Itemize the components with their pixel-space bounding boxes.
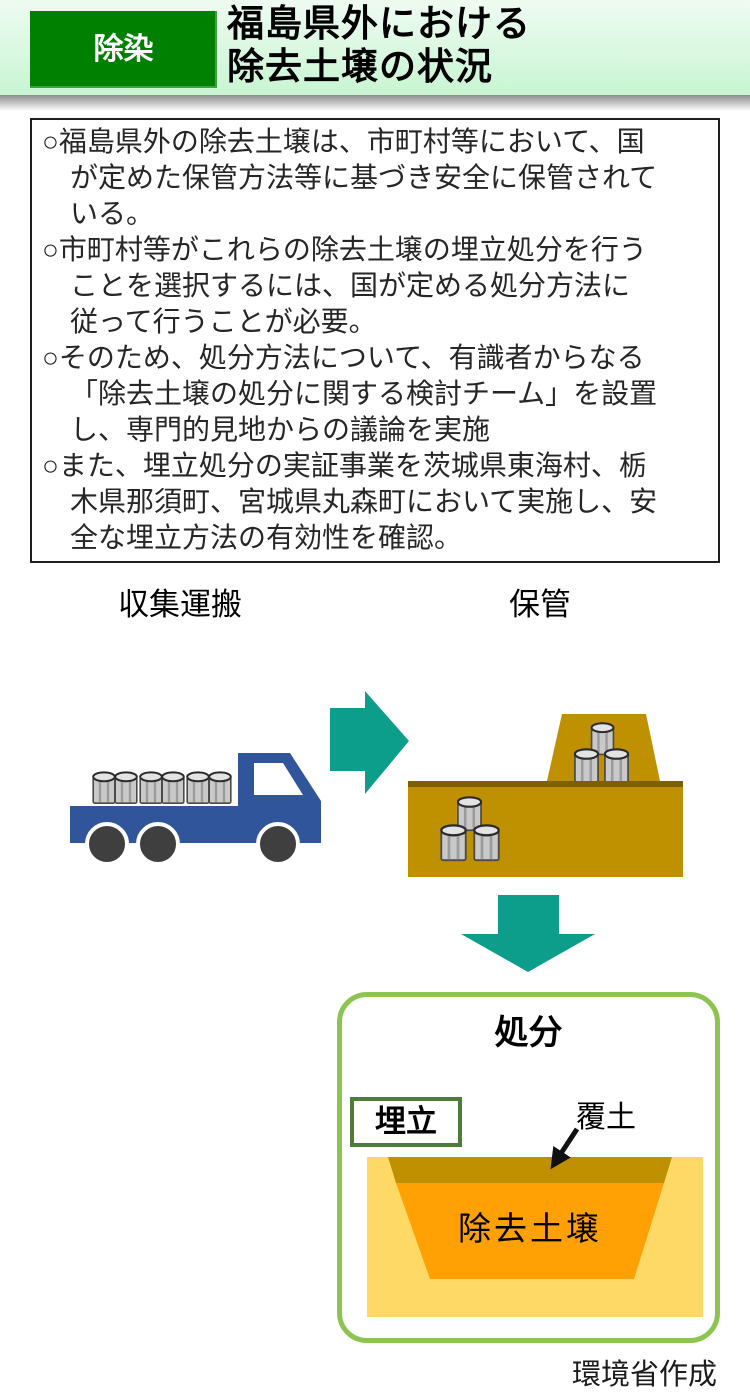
removed-soil-label: 除去土壌	[458, 1210, 602, 1247]
truck-wheel	[256, 822, 300, 866]
storage-platform	[408, 787, 683, 877]
drum-icon	[573, 748, 600, 784]
truck-icon	[70, 753, 321, 866]
right-arrow-icon	[330, 691, 409, 794]
drum-icon	[456, 796, 483, 832]
drum-icon	[139, 770, 163, 805]
storage-platform-edge	[408, 781, 683, 787]
landfill-tag: 埋立	[350, 1097, 462, 1147]
page-title-line1: 福島県外における	[227, 3, 531, 44]
summary-bullet-3: ○そのため、処分方法について、有識者からなる 「除去土壌の処分に関する検討チーム…	[42, 342, 658, 445]
drum-icon	[603, 748, 630, 784]
stage-label-disposal: 処分	[494, 1014, 563, 1052]
summary-text-box: ○福島県外の除去土壌は、市町村等において、国 が定めた保管方法等に基づき安全に保…	[30, 118, 720, 563]
summary-bullet-1: ○福島県外の除去土壌は、市町村等において、国 が定めた保管方法等に基づき安全に保…	[42, 126, 658, 229]
header-banner: 除染 福島県外における 除去土壌の状況	[0, 0, 750, 95]
drum-icon	[472, 824, 501, 862]
drum-icon	[590, 722, 615, 756]
drum-icon	[439, 824, 468, 862]
stage-label-collection-transport: 収集運搬	[118, 587, 242, 622]
drum-icon	[208, 770, 232, 805]
drum-icon	[92, 770, 116, 805]
header-shadow-divider	[0, 95, 750, 111]
drum-icon	[186, 770, 210, 805]
truck-wheel	[85, 822, 129, 866]
drum-icon	[161, 770, 185, 805]
truck-window	[254, 763, 303, 795]
stage-label-storage: 保管	[509, 587, 571, 622]
category-badge: 除染	[30, 11, 217, 88]
storage-mound-icon	[408, 714, 683, 877]
storage-mound-top	[547, 714, 660, 781]
drum-icon	[114, 770, 138, 805]
truck-wheel	[136, 822, 180, 866]
credit-text: 環境省作成	[571, 1359, 717, 1391]
summary-bullet-4: ○また、埋立処分の実証事業を茨城県東海村、栃 木県那須町、宮城県丸森町において実…	[42, 450, 658, 553]
cover-soil-label: 覆土	[576, 1101, 636, 1134]
page-title-line2: 除去土壌の状況	[227, 46, 493, 87]
page-title: 福島県外における 除去土壌の状況	[227, 2, 531, 88]
truck-body	[70, 753, 321, 843]
down-arrow-icon	[461, 895, 595, 972]
summary-bullet-2: ○市町村等がこれらの除去土壌の埋立処分を行う ことを選択するには、国が定める処分…	[42, 234, 647, 337]
